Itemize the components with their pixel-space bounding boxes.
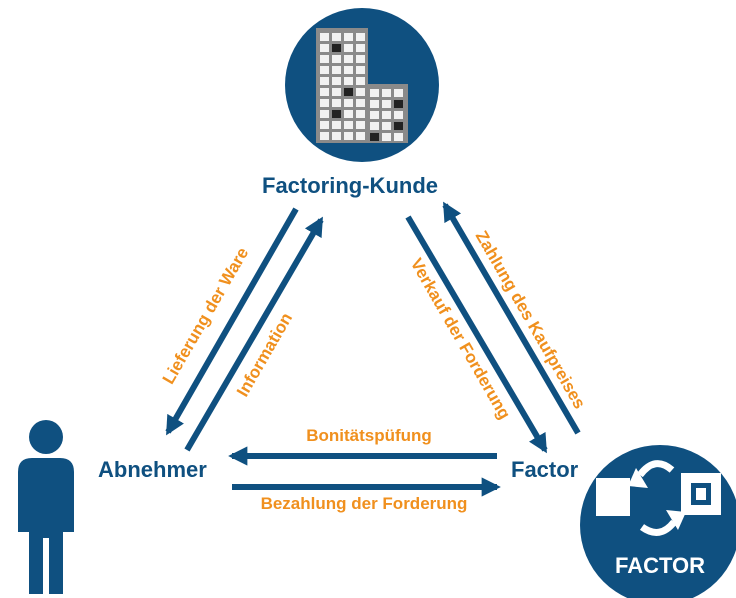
arrow-information xyxy=(184,216,324,452)
node-label-abnehmer: Abnehmer xyxy=(98,457,207,482)
edge-label-bonitaet: Bonitätspüfung xyxy=(306,426,432,445)
arrow-verkauf xyxy=(405,215,548,454)
person-icon xyxy=(18,420,74,594)
factor-exchange-icon: FACTOR xyxy=(580,445,736,598)
office-building-icon xyxy=(285,8,439,162)
node-label-kunde: Factoring-Kunde xyxy=(262,173,438,198)
edge-label-bezahlung: Bezahlung der Forderung xyxy=(260,494,468,513)
arrow-zahlung xyxy=(442,201,581,435)
arrow-lieferung xyxy=(165,207,299,436)
factor-badge-text: FACTOR xyxy=(615,553,705,578)
node-label-factor: Factor xyxy=(511,457,579,482)
